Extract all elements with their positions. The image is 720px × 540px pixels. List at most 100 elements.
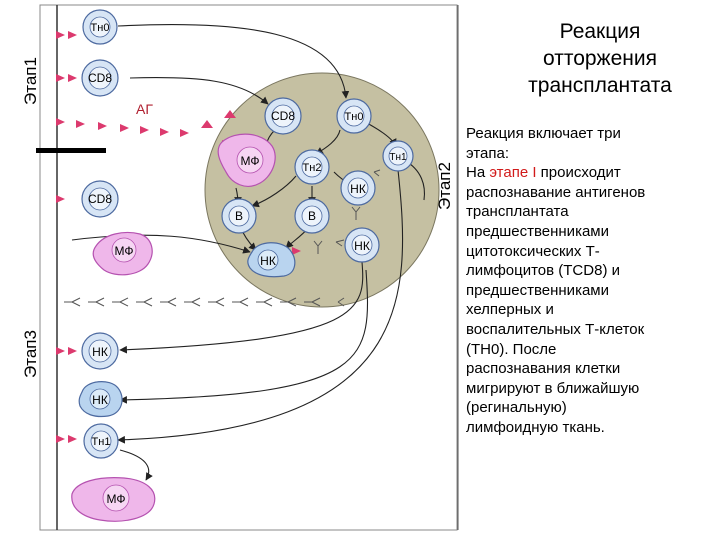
antibody-icon — [232, 297, 249, 307]
stage1-label: Этап1 — [21, 57, 40, 105]
nk-cell-bottom-2: НК — [78, 381, 123, 418]
macrophage-left-label: МФ — [115, 244, 134, 258]
nk-cell-center-3: НК — [344, 227, 380, 263]
antigen-triangle — [56, 195, 65, 203]
nk-cell-center-1-label: НК — [350, 182, 366, 196]
antigen-triangle — [292, 247, 301, 255]
cd8-cell-left-label: CD8 — [88, 192, 112, 206]
th2-cell-label: Тн2 — [303, 162, 322, 174]
antigen-triangle — [201, 120, 213, 128]
antibody-icon — [112, 297, 129, 307]
nk-cell-center-1: НК — [340, 170, 376, 206]
desc-line: лимфоидную ткань. — [466, 418, 605, 436]
antigen-triangle — [56, 31, 65, 39]
stage3-label: Этап3 — [21, 330, 40, 378]
title-line: отторжения — [542, 47, 657, 70]
desc-line: (ТН0). После — [466, 340, 557, 358]
desc-line: мигрируют в ближайшую — [466, 379, 640, 397]
antigen-triangle — [120, 124, 129, 132]
antigen-triangle — [76, 120, 85, 128]
antigen-label: АГ — [136, 101, 153, 117]
cd8-cell-center: CD8 — [264, 97, 302, 135]
desc-line: (регинальную) — [466, 399, 567, 417]
antigen-triangle — [68, 74, 77, 82]
desc-line: цитотоксических Т- — [466, 242, 600, 260]
graft-antibodies — [313, 169, 381, 254]
antigen-triangle — [180, 129, 189, 137]
antigen-triangle — [56, 74, 65, 82]
desc-line: На этапе I происходит — [466, 163, 716, 183]
macrophage-left: МФ — [92, 231, 153, 276]
antibody-icon — [304, 297, 321, 307]
graft-circle — [204, 72, 440, 308]
th2-cell: Тн2 — [294, 149, 330, 185]
arrow — [119, 261, 364, 354]
arrow — [117, 23, 350, 99]
antibody-icon — [280, 297, 297, 307]
antibody-icon — [184, 297, 201, 307]
antigen-triangle — [68, 31, 77, 39]
th1-cell-center-label: Тн1 — [389, 152, 407, 163]
cd8-cell-top: CD8 — [81, 59, 119, 97]
th0-cell-center: Тн0 — [336, 98, 372, 134]
macrophage-bottom: МФ — [71, 477, 156, 522]
nk-cell-center-3-label: НК — [354, 239, 370, 253]
antigen-triangle — [68, 347, 77, 355]
diagram-frame — [39, 4, 458, 531]
antibody-icon — [208, 297, 225, 307]
antibody-icon — [313, 240, 323, 254]
desc-line: хелперных и — [466, 301, 554, 319]
description-text: Реакция включает три этапа: На этапе I п… — [466, 124, 716, 438]
arrow — [117, 169, 404, 444]
antigen-triangle — [56, 347, 65, 355]
antigen-triangle — [224, 110, 236, 118]
desc-accent: этапе I — [489, 164, 537, 182]
antibody-icon — [256, 297, 273, 307]
desc-line: лимфоцитов (ТCD8) и — [466, 262, 620, 280]
macrophage-center: МФ — [217, 133, 276, 187]
arrow — [71, 234, 251, 254]
desc-line: трансплантата — [466, 203, 569, 221]
cd8-cell-center-label: CD8 — [271, 109, 295, 123]
desc-line: этапа: — [466, 144, 510, 162]
nk-cell-center-2-label: НК — [260, 254, 276, 268]
arrow — [119, 449, 153, 481]
th0-cell-top-label: Тн0 — [91, 22, 110, 34]
b-cell-right-label: В — [308, 209, 316, 223]
b-cell-left-label: В — [235, 209, 243, 223]
stage2-label: Этап2 — [435, 162, 454, 210]
nk-cell-center-2: НК — [247, 242, 296, 278]
nk-cell-bottom-1-label: НК — [92, 345, 108, 359]
th1-cell-center: Тн1 — [382, 140, 414, 172]
antibody-icon — [351, 206, 361, 220]
th1-cell-bottom-label: Тн1 — [92, 436, 111, 448]
arrow — [251, 175, 297, 208]
antigen-triangle — [160, 128, 169, 136]
arrow — [129, 77, 269, 105]
macrophage-bottom-label: МФ — [107, 492, 126, 506]
desc-line: предшественниками — [466, 281, 609, 299]
antigen-triangle — [68, 435, 77, 443]
cd8-cell-left: CD8 — [81, 180, 119, 218]
b-cell-right: В — [294, 198, 330, 234]
desc-prefix: На — [466, 164, 490, 182]
desc-line: распознавание антигенов — [466, 183, 646, 201]
desc-suffix: происходит — [536, 164, 621, 182]
antigen-triangle — [98, 122, 107, 130]
macrophage-center-label: МФ — [241, 154, 260, 168]
desc-line: предшественниками — [466, 222, 609, 240]
antibody-icon — [88, 297, 105, 307]
cd8-cell-top-label: CD8 — [88, 71, 112, 85]
slide-title: Реакция отторжения трансплантата — [500, 18, 700, 99]
antibody-row — [64, 297, 345, 307]
desc-line: Реакция включает три — [466, 125, 621, 142]
nk-cell-bottom-2-label: НК — [92, 393, 108, 407]
antibody-icon — [335, 239, 345, 247]
antigen-triangle — [56, 435, 65, 443]
desc-line: воспалительных Т-клеток — [466, 320, 645, 338]
antibody-icon — [373, 169, 381, 177]
antigen-triangles — [56, 31, 301, 443]
th0-cell-center-label: Тн0 — [345, 111, 364, 123]
th0-cell-top: Тн0 — [82, 9, 118, 45]
